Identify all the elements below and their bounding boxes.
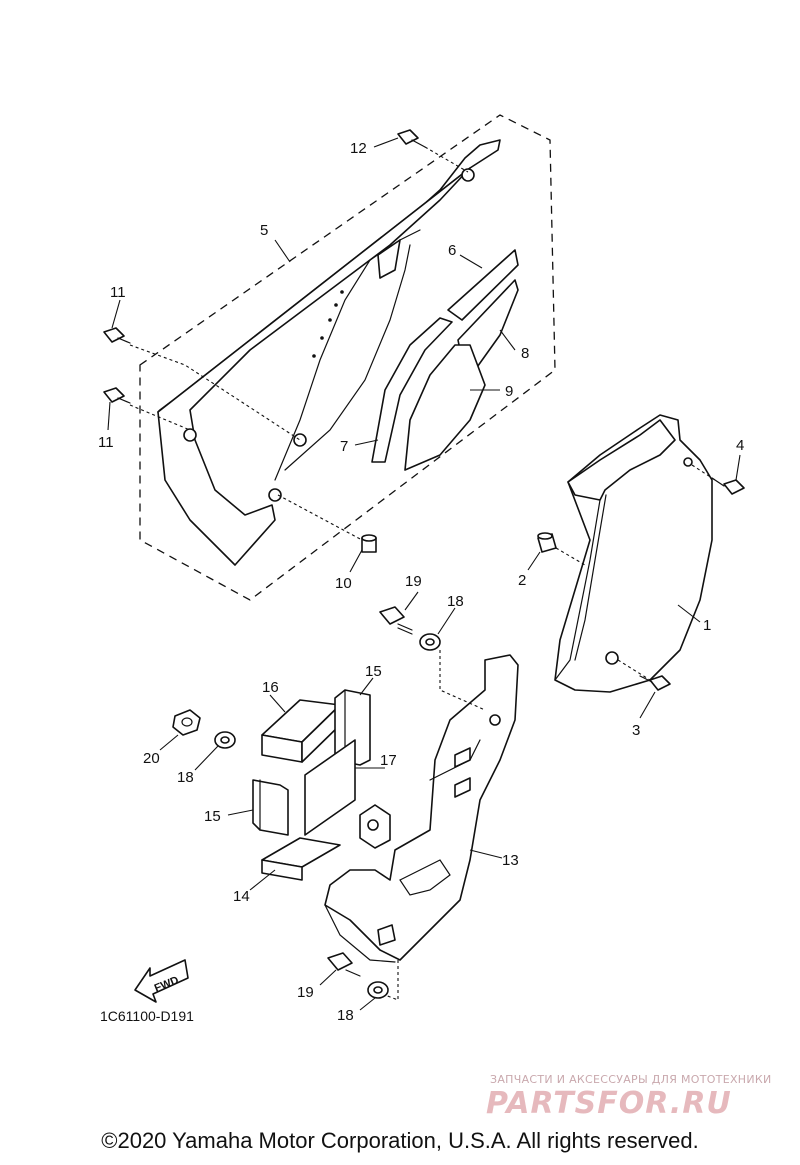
fwd-arrow-icon: FWD bbox=[134, 959, 189, 1003]
washer-18-middle[interactable] bbox=[214, 731, 236, 749]
bolt-4[interactable] bbox=[711, 477, 745, 495]
alignment-line-18-lower bbox=[384, 960, 399, 1001]
callout-8: 8 bbox=[521, 345, 529, 362]
callout-17: 17 bbox=[380, 752, 397, 769]
bolt-19-lower[interactable] bbox=[327, 952, 361, 977]
alignment-line-2 bbox=[555, 547, 586, 566]
pad-15-lower[interactable] bbox=[252, 779, 289, 836]
bolt-19-upper[interactable] bbox=[379, 606, 413, 635]
callout-4: 4 bbox=[736, 437, 744, 454]
callout-18-lower: 18 bbox=[337, 1007, 354, 1024]
callout-11-lower: 11 bbox=[98, 434, 114, 451]
callout-18-upper: 18 bbox=[447, 593, 464, 610]
copyright-notice: ©2020 Yamaha Motor Corporation, U.S.A. A… bbox=[101, 1128, 699, 1153]
alignment-line-18-upper bbox=[439, 650, 486, 711]
leader-lines bbox=[107, 137, 741, 1011]
callout-5: 5 bbox=[260, 222, 268, 239]
bolt-11-lower[interactable] bbox=[103, 387, 131, 404]
alignment-line-12 bbox=[424, 146, 469, 173]
watermark-tagline: ЗАПЧАСТИ И АКСЕССУАРЫ ДЛЯ МОТОТЕХНИКИ bbox=[490, 1073, 772, 1086]
callout-15-lower: 15 bbox=[204, 808, 221, 825]
watermark-brand: PARTSFOR.RU bbox=[486, 1086, 732, 1121]
callout-2: 2 bbox=[518, 572, 526, 589]
callout-18-middle: 18 bbox=[177, 769, 194, 786]
alignment-line-11b bbox=[129, 404, 191, 431]
collar-2[interactable] bbox=[537, 532, 557, 553]
callout-12: 12 bbox=[350, 140, 367, 157]
alignment-line-4 bbox=[691, 464, 716, 481]
alignment-line-11a bbox=[129, 344, 301, 441]
callout-13: 13 bbox=[502, 852, 519, 869]
bolt-12[interactable] bbox=[397, 129, 426, 148]
callout-11-upper: 11 bbox=[110, 284, 126, 301]
pad-16[interactable] bbox=[261, 699, 341, 763]
callout-14: 14 bbox=[233, 888, 250, 905]
decal-6[interactable] bbox=[447, 249, 519, 321]
alignment-line-3 bbox=[617, 659, 651, 681]
callout-16: 16 bbox=[262, 679, 279, 696]
callout-7: 7 bbox=[340, 438, 348, 455]
pad-14[interactable] bbox=[261, 837, 341, 881]
callout-19-lower: 19 bbox=[297, 984, 314, 1001]
pad-17[interactable] bbox=[304, 739, 356, 836]
callout-20: 20 bbox=[143, 750, 160, 767]
bolt-11-upper[interactable] bbox=[103, 327, 131, 344]
callout-1: 1 bbox=[703, 617, 711, 634]
diagram-code: 1C61100-D191 bbox=[100, 1008, 194, 1024]
callout-15-upper: 15 bbox=[365, 663, 382, 680]
callout-19-upper: 19 bbox=[405, 573, 422, 590]
bracket-13[interactable] bbox=[324, 654, 519, 963]
side-cover-1[interactable] bbox=[554, 414, 713, 693]
callout-6: 6 bbox=[448, 242, 456, 259]
washer-18-upper[interactable] bbox=[419, 633, 441, 651]
decal-9[interactable] bbox=[404, 344, 486, 471]
callout-10: 10 bbox=[335, 575, 352, 592]
callout-9: 9 bbox=[505, 383, 513, 400]
bolt-3[interactable] bbox=[639, 675, 671, 691]
callout-3: 3 bbox=[632, 722, 640, 739]
side-cover-5[interactable] bbox=[157, 139, 501, 566]
strip-7[interactable] bbox=[371, 317, 453, 463]
group-boundary-dashed bbox=[139, 114, 556, 601]
nut-20[interactable] bbox=[172, 709, 201, 736]
alignment-line-10 bbox=[277, 494, 363, 541]
collar-10[interactable] bbox=[361, 534, 377, 553]
washer-18-lower[interactable] bbox=[367, 981, 389, 999]
